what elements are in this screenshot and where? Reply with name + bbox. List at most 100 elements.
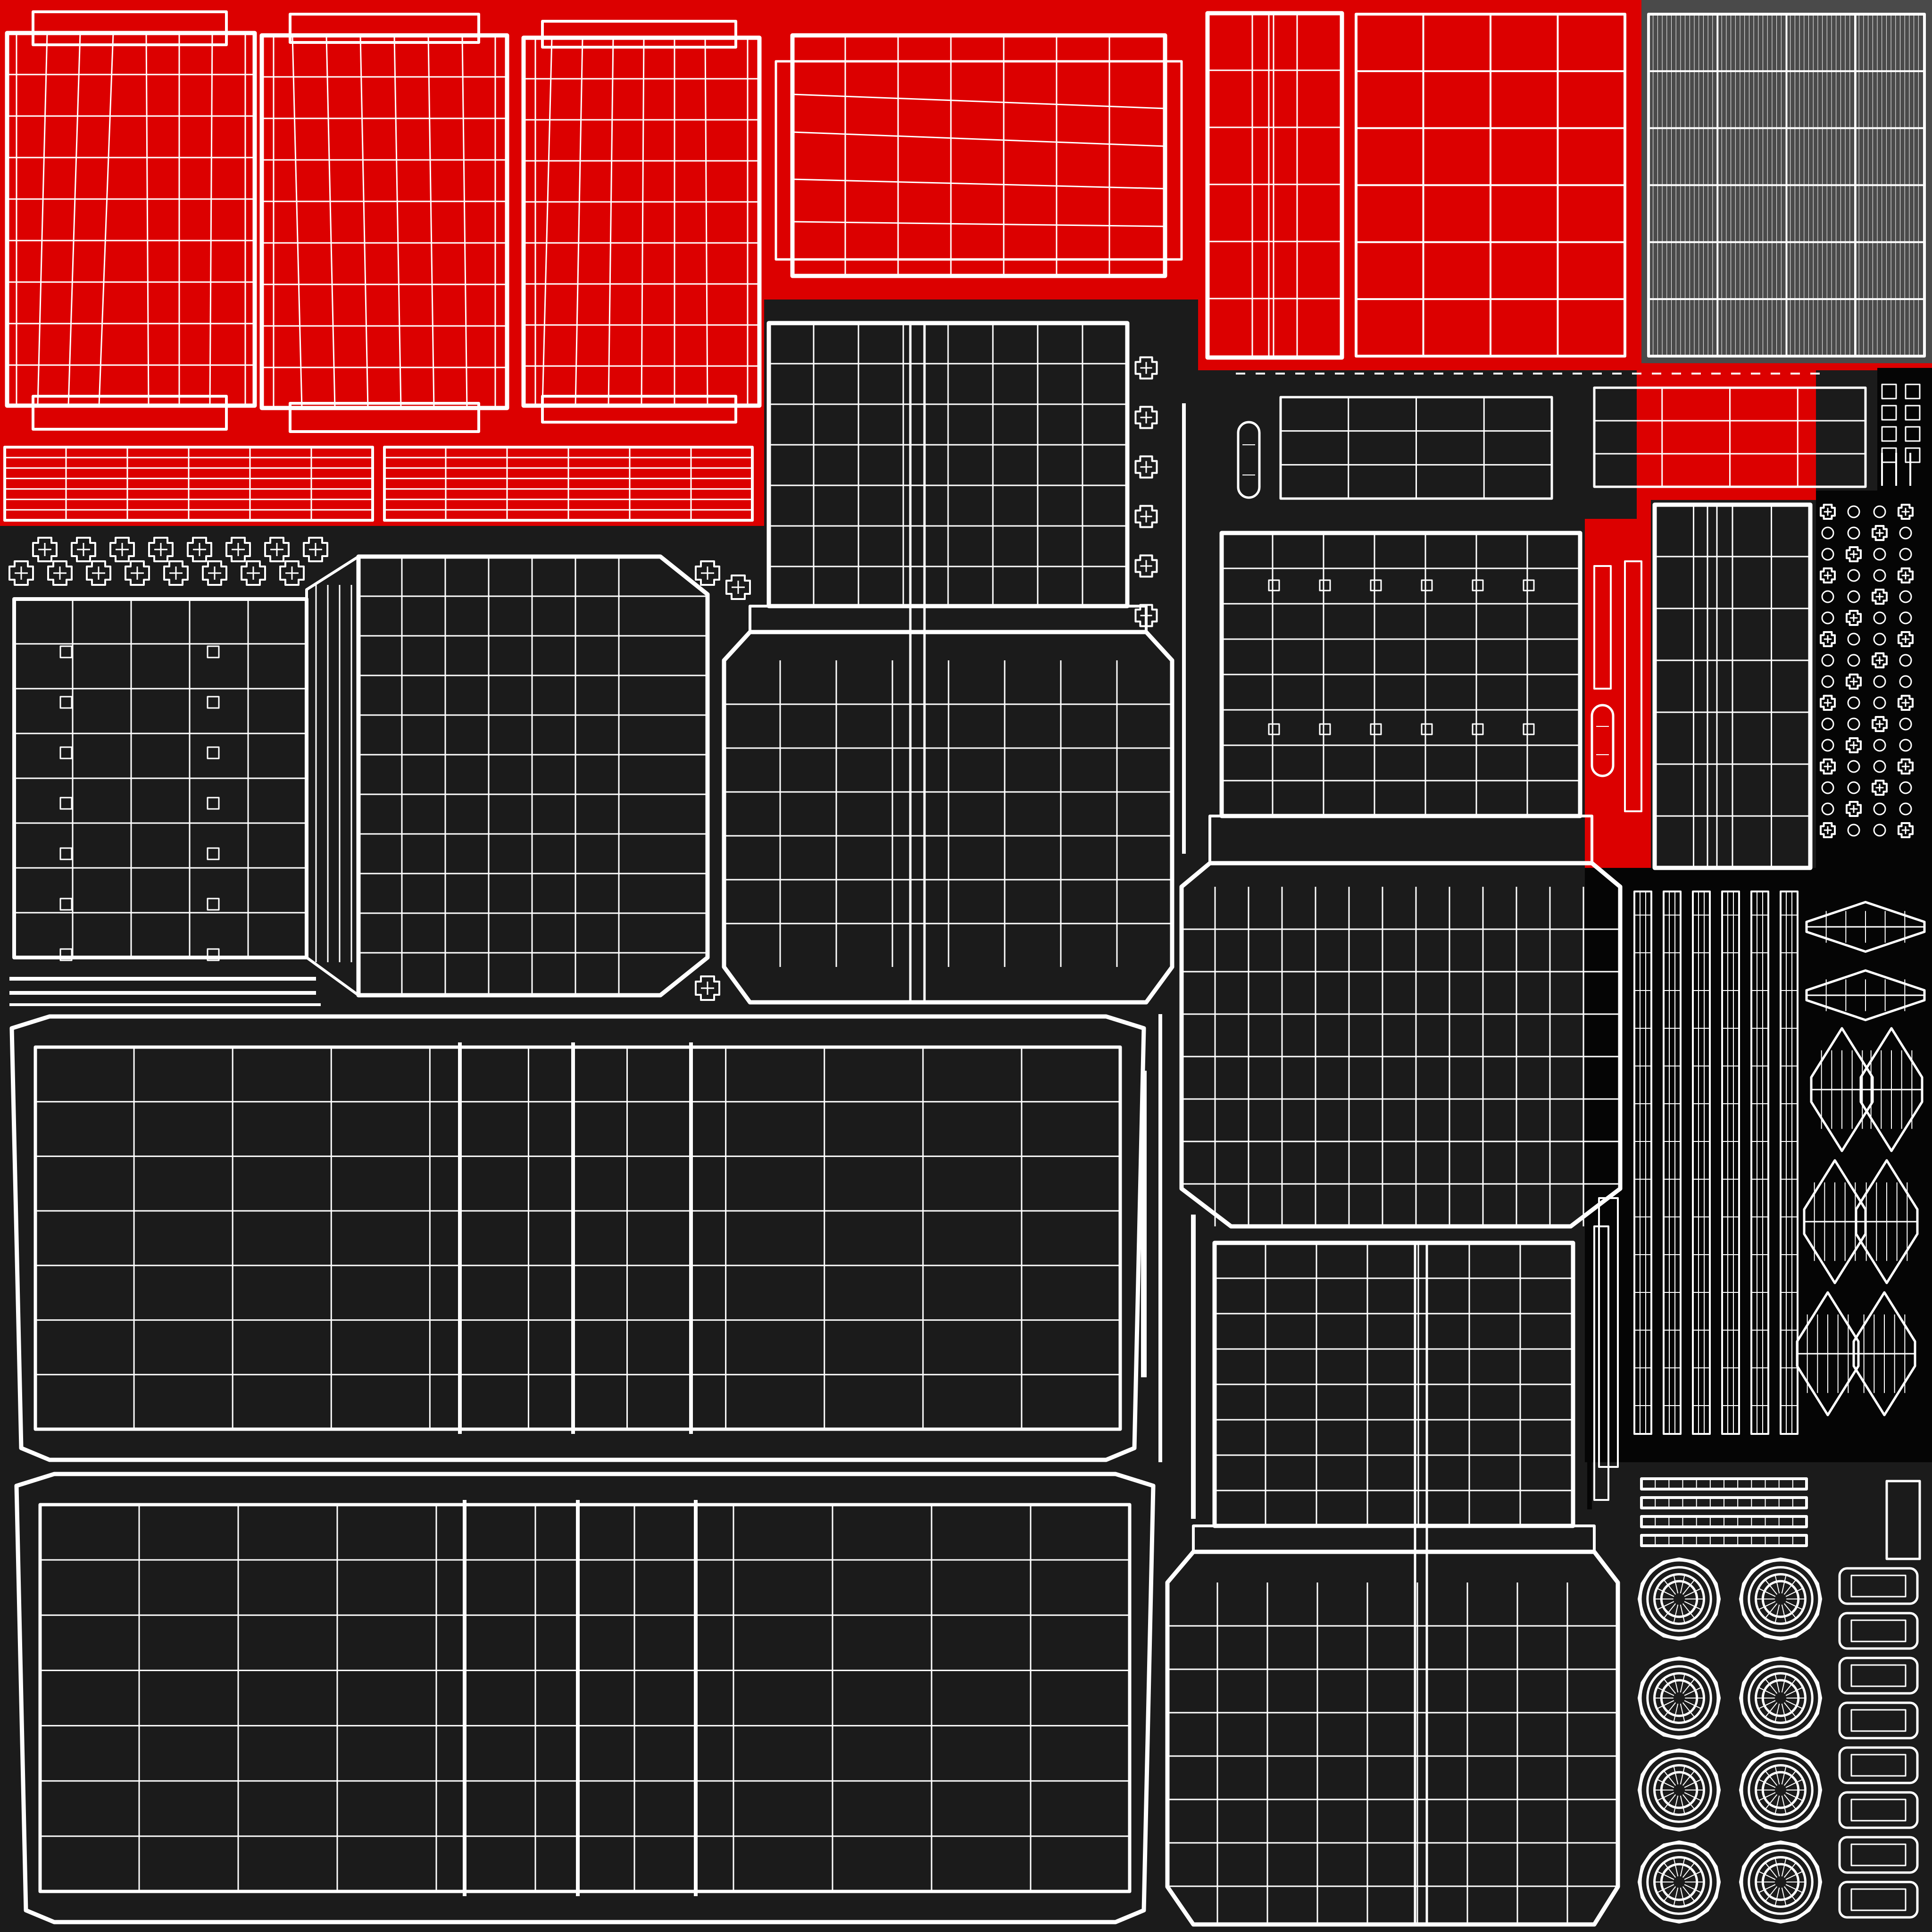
uv-edge xyxy=(1657,1687,1674,1696)
uv-edge xyxy=(1682,1771,1695,1786)
small-part xyxy=(1847,717,1860,731)
uv-shell xyxy=(207,696,220,709)
small-part xyxy=(1899,675,1912,688)
cross-shell xyxy=(1898,822,1914,838)
cross-shell xyxy=(1872,525,1888,541)
small-part xyxy=(1847,569,1860,582)
uv-shell xyxy=(774,60,1183,261)
lamp-shell xyxy=(1852,1291,1916,1416)
uv-edge xyxy=(1680,1674,1685,1693)
uv-shell xyxy=(790,33,1167,278)
wheel-ring xyxy=(1653,1573,1705,1625)
uv-edge xyxy=(1682,1603,1695,1618)
uv-shell xyxy=(207,645,220,658)
uv-shell xyxy=(1780,891,1799,1435)
uv-shell xyxy=(356,554,710,998)
uv-edge xyxy=(641,37,645,406)
cross-shell xyxy=(1846,674,1862,690)
uv-edge xyxy=(1682,1863,1695,1878)
bolt-shell xyxy=(1237,421,1261,499)
wheel-ring xyxy=(1646,1566,1712,1632)
uv-edge xyxy=(1664,1886,1676,1901)
uv-edge xyxy=(1783,1886,1796,1901)
cross-shell xyxy=(1846,610,1862,626)
uv-shell xyxy=(1472,579,1484,591)
uv-shell xyxy=(1523,579,1535,591)
uv-shell xyxy=(1593,1225,1609,1501)
uv-edge xyxy=(1781,1703,1787,1722)
wheel-ring xyxy=(1639,1658,1719,1738)
small-part xyxy=(1873,569,1886,582)
wheel-ring xyxy=(1755,1573,1807,1625)
wheel-ring xyxy=(1755,1764,1807,1816)
uv-edge xyxy=(1758,1792,1776,1801)
wheel-ring xyxy=(1639,1842,1719,1922)
uv-edge xyxy=(1684,1687,1701,1696)
lamp-shell xyxy=(1796,1291,1860,1416)
uv-shell xyxy=(1881,383,1897,400)
uv-edge xyxy=(1758,1601,1776,1610)
dark-region-left xyxy=(0,526,764,1932)
uv-edge xyxy=(1781,1795,1787,1814)
small-part xyxy=(1873,611,1886,625)
cross-shell xyxy=(109,537,135,562)
uv-edge xyxy=(427,35,435,408)
wheel-ring xyxy=(1653,1672,1705,1724)
wheel-ring xyxy=(1748,1665,1814,1731)
small-part xyxy=(1899,548,1912,561)
cross-shell xyxy=(241,560,266,586)
cross-shell xyxy=(1846,801,1862,817)
cross-shell xyxy=(1134,604,1158,627)
uv-edge xyxy=(1783,1863,1796,1878)
uv-edge xyxy=(1783,1679,1796,1694)
uv-edge xyxy=(1758,1884,1776,1893)
uv-edge xyxy=(1783,1603,1796,1618)
wheel-ring xyxy=(1740,1842,1821,1922)
uv-edge xyxy=(1657,1700,1674,1709)
uv-edge xyxy=(1664,1580,1676,1595)
uv-edge xyxy=(1774,1766,1780,1785)
uv-edge xyxy=(1684,1871,1701,1880)
uv-shell xyxy=(32,10,228,46)
uv-edge xyxy=(1682,1886,1695,1901)
uv-edge xyxy=(1781,1674,1787,1693)
small-part xyxy=(1899,611,1912,625)
uv-edge xyxy=(1765,1771,1778,1786)
uv-edge xyxy=(1774,1703,1780,1722)
uv-edge xyxy=(67,33,81,406)
uv-shell xyxy=(1721,891,1740,1435)
uv-edge xyxy=(1673,1858,1679,1877)
uv-edge xyxy=(1664,1603,1676,1618)
cross-shell xyxy=(279,560,305,586)
cross-shell xyxy=(125,560,150,586)
uv-edge xyxy=(575,37,583,406)
small-part xyxy=(1899,526,1912,540)
lamp-shell xyxy=(1810,1027,1874,1152)
uv-shell xyxy=(1370,579,1382,591)
uv-edge xyxy=(1785,1779,1803,1788)
wheel-ring xyxy=(1755,1672,1807,1724)
uv-shell xyxy=(1319,723,1331,735)
uv-edge xyxy=(1684,1884,1701,1893)
uv-edge xyxy=(1785,1687,1803,1696)
lamp-shell xyxy=(1805,901,1926,953)
small-part xyxy=(1873,633,1886,646)
uv-edge xyxy=(1785,1601,1803,1610)
small-part xyxy=(1873,739,1886,752)
wheel-outline xyxy=(1637,1557,1721,1641)
cross-shell xyxy=(1820,758,1836,774)
uv-shell xyxy=(1850,1619,1907,1642)
uv-edge xyxy=(393,35,402,408)
uv-edge xyxy=(1673,1703,1679,1722)
uv-edge xyxy=(1673,1604,1679,1623)
wheel-ring xyxy=(1748,1849,1814,1915)
cross-shell xyxy=(202,560,227,586)
uv-edge xyxy=(1783,1794,1796,1809)
cross-shell xyxy=(1846,737,1862,753)
uv-edge xyxy=(1657,1871,1674,1880)
uv-edge xyxy=(1680,1703,1685,1722)
cross-shell xyxy=(1872,589,1888,605)
uv-edge xyxy=(1684,1588,1701,1597)
uv-shell xyxy=(1850,1574,1907,1598)
